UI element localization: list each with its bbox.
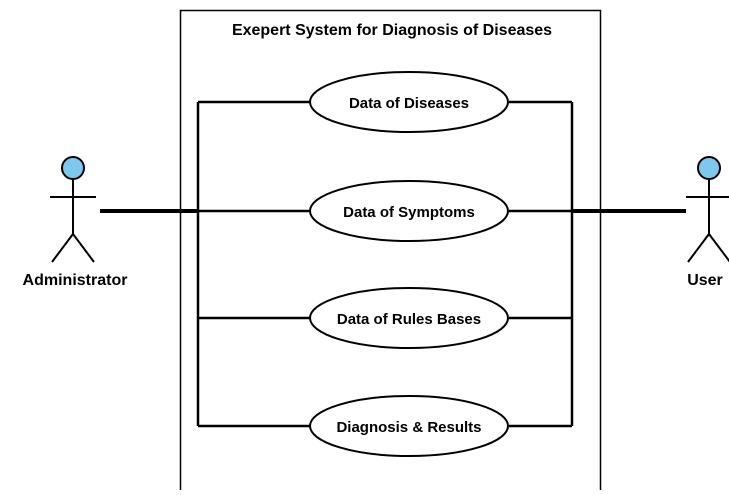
stick-figure-icon: [686, 156, 729, 263]
user-connectors: [509, 100, 686, 428]
stick-figure-icon: [50, 156, 96, 263]
actor-label: User: [687, 272, 723, 289]
use-case-diagnosis-and-results[interactable]: Diagnosis & Results: [309, 395, 509, 457]
admin-connectors: [100, 100, 310, 428]
actor-user[interactable]: User: [686, 156, 729, 289]
use-case-label: Data of Symptoms: [343, 204, 475, 221]
system-title: Exepert System for Diagnosis of Diseases: [232, 22, 552, 39]
actor-label: Administrator: [23, 272, 128, 289]
use-case-label: Data of Rules Bases: [337, 311, 481, 328]
use-case-label: Data of Diseases: [349, 95, 469, 112]
use-case-label: Diagnosis & Results: [336, 419, 481, 436]
use-case-data-of-rules-bases[interactable]: Data of Rules Bases: [309, 287, 509, 349]
use-case-data-of-symptoms[interactable]: Data of Symptoms: [309, 180, 509, 242]
use-case-data-of-diseases[interactable]: Data of Diseases: [309, 71, 509, 133]
actor-administrator[interactable]: Administrator: [23, 156, 128, 289]
